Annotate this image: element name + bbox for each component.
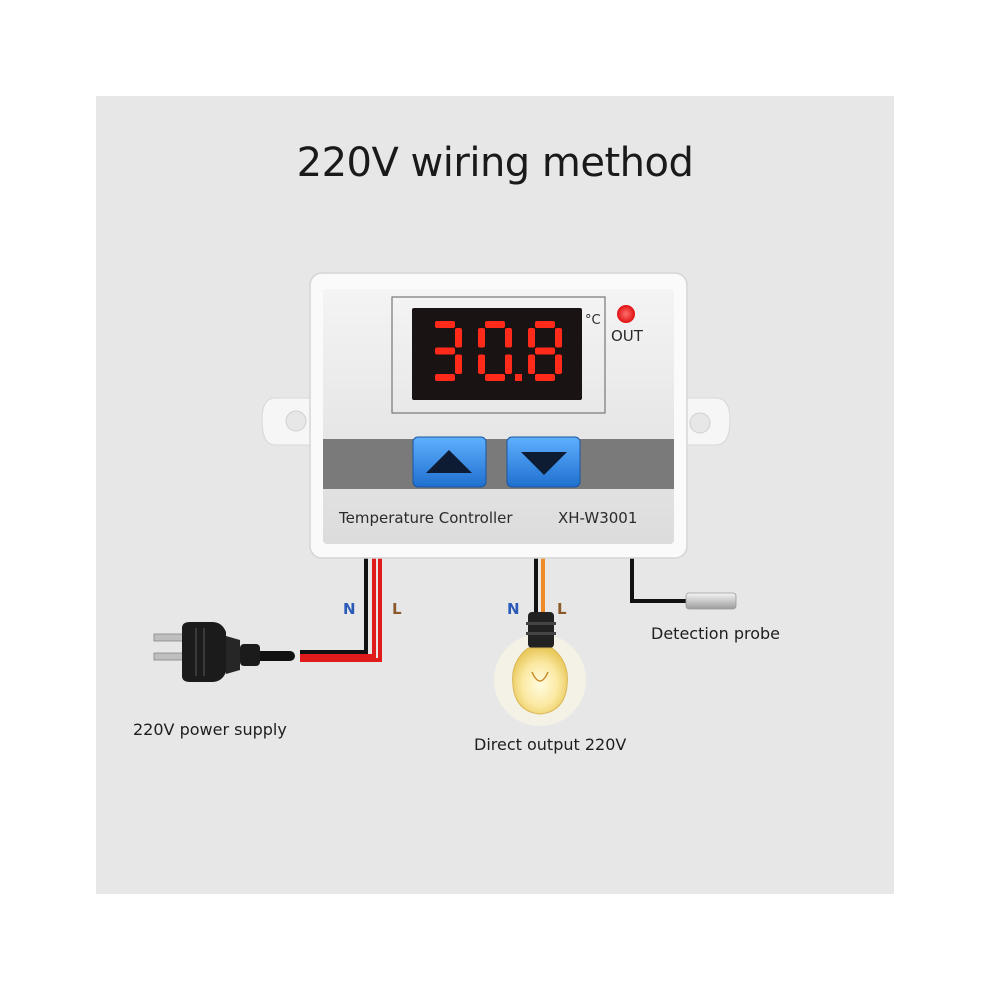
digit-segment [478,354,485,374]
detection-probe [685,592,737,610]
output-live-label: L [557,600,567,618]
model-number: XH-W3001 [558,509,638,527]
temperature-controller [261,272,731,559]
digit-segment [505,328,512,348]
digit-segment [435,347,455,355]
digit-segment [435,321,455,328]
direct-output-caption: Direct output 220V [474,735,627,754]
power-neutral-label: N [343,600,356,618]
digit-segment [478,328,485,348]
celsius-unit: °C [585,313,601,328]
digit-segment [505,354,512,374]
power-wires [250,556,382,662]
digit-segment [528,328,535,348]
digit-segment [535,347,555,355]
power-supply-caption: 220V power supply [133,720,287,739]
out-indicator-led [617,305,635,323]
digit-segment [535,374,555,381]
out-label: OUT [611,327,643,345]
digit-segment [455,328,462,348]
digit-segment [528,354,535,374]
digit-segment [435,374,455,381]
down-button[interactable] [506,436,581,488]
display-digits [435,321,562,381]
output-wires [534,556,545,615]
light-bulb-icon [494,612,586,726]
digit-segment [485,321,505,328]
product-name: Temperature Controller [339,509,513,527]
digit-segment [555,354,562,374]
digit-segment [455,354,462,374]
up-button[interactable] [412,436,487,488]
power-live-label: L [392,600,402,618]
page-title: 220V wiring method [296,140,694,186]
digit-segment [485,374,505,381]
down-triangle-icon [521,452,567,475]
detection-probe-caption: Detection probe [651,624,780,643]
probe-wire [630,556,688,603]
digit-segment [535,321,555,328]
decimal-point [515,374,522,381]
power-plug [153,622,260,682]
digit-segment [555,328,562,348]
output-neutral-label: N [507,600,520,618]
up-triangle-icon [426,450,472,473]
